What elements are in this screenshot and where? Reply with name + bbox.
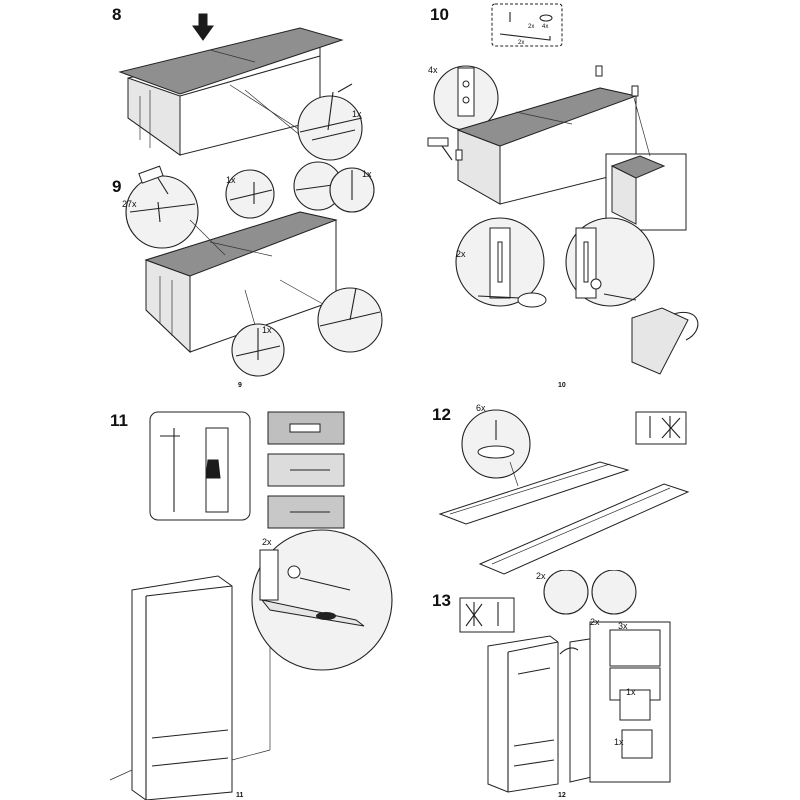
step-10-panel: 10 (400, 0, 800, 400)
qty-label: 27x (122, 199, 137, 209)
detail-circle-hammer (125, 175, 199, 249)
qty-label: 2x (536, 571, 546, 581)
detail-circle-hinge (461, 409, 531, 479)
qty-label: 1x (362, 169, 372, 179)
step-number: 10 (430, 5, 449, 24)
step-11-panel: 11 (0, 400, 400, 800)
padlock-icon (205, 459, 221, 479)
detail-circle-hanger (591, 570, 637, 615)
bracket-icon (499, 33, 551, 41)
qty-label: 1x (352, 109, 362, 119)
qty-label: 3x (618, 621, 628, 631)
screw-icon (299, 577, 351, 591)
screw-type-box (635, 411, 687, 445)
arrow-down-icon (192, 13, 214, 41)
page-number: 10 (558, 382, 566, 389)
step-9-panel: 9 (0, 160, 400, 400)
door-panel (478, 483, 690, 575)
step-9-illustration (125, 161, 383, 377)
step-13-illustration (459, 570, 671, 793)
screw-icon (603, 293, 637, 301)
step-11-illustration (109, 411, 393, 800)
qty-label: 2x (528, 24, 535, 30)
nail-icon (327, 91, 334, 131)
qty-label: 1x (614, 737, 624, 747)
crossed-screw-icon (661, 416, 681, 439)
step-13-panel: 13 (400, 570, 800, 800)
qty-label: 2x (456, 249, 466, 259)
step-12-illustration (438, 409, 690, 575)
page-number: 9 (238, 382, 242, 389)
qty-label: 2x (518, 40, 525, 46)
qty-label: 1x (262, 325, 272, 335)
qty-label: 6x (476, 403, 486, 413)
parts-box (491, 3, 563, 47)
back-panel (118, 27, 344, 95)
hammer-icon (138, 165, 169, 195)
qty-label: 2x (590, 617, 600, 627)
wall-plug-icon (631, 307, 699, 375)
step-8-illustration (118, 13, 363, 161)
washer-icon (539, 14, 553, 22)
qty-label: 4x (542, 24, 549, 30)
back-panel (144, 211, 338, 277)
hammer-icon (427, 137, 453, 161)
nail-icon (349, 287, 357, 321)
nail-icon (157, 201, 161, 223)
step-number: 8 (112, 5, 122, 24)
qty-label: 1x (626, 687, 636, 697)
detail-circle-nail (297, 95, 363, 161)
wall-diagram (149, 411, 251, 521)
detail-circle-bracket (251, 529, 393, 671)
detail-circle-hanger (543, 570, 589, 615)
step-10-illustration (427, 3, 699, 375)
crossed-screw-icon (465, 602, 483, 627)
qty-label: 4x (428, 65, 438, 75)
door-panel (438, 461, 630, 525)
screwdriver-icon (477, 292, 547, 308)
hammer-icon (337, 83, 353, 93)
qty-label: 1x (226, 175, 236, 185)
detail-circle-a (225, 169, 275, 219)
screw-type-box (459, 597, 515, 633)
page-number: 11 (236, 792, 244, 799)
step-number: 13 (432, 591, 451, 610)
step-number: 12 (432, 405, 451, 424)
step-12-panel: 12 6x (400, 400, 800, 580)
step-8-panel: 8 1x (0, 0, 400, 170)
qty-label: 2x (262, 537, 272, 547)
step-number: 11 (110, 411, 128, 430)
step-number: 9 (112, 177, 122, 196)
page-number: 12 (558, 792, 566, 799)
